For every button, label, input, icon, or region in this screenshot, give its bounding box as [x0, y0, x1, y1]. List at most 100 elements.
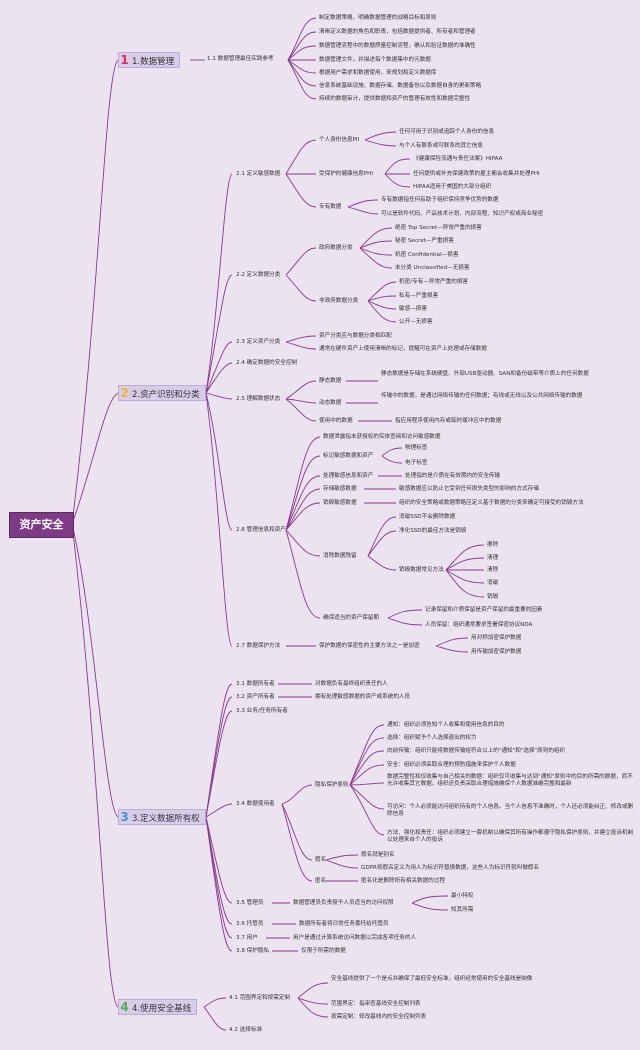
topic-2-3: 2.3 定义资产分类	[236, 339, 281, 345]
leaf: 方法、强化和责任：组织必须建立一套机制以确保其所有操作都遵守隐私保护原则，并建立…	[387, 830, 634, 843]
leaf: 通常在硬件资产上使用清晰的标记，提醒可在资产上处理或存储数据	[319, 346, 487, 352]
topic-3-7: 3.7 用户	[236, 935, 258, 941]
subtopic-gov: 政府数据分类	[319, 245, 353, 251]
branch-label: 3.定义数据所有权	[132, 814, 200, 824]
subtopic-handle: 处理敏感信息和资产	[323, 473, 374, 479]
topic-3-4: 3.4 数据使用者	[236, 801, 275, 807]
leaf: 机密 Confidential—损害	[395, 252, 459, 258]
leaf: 数据所有者将日常任务委托给托管员	[299, 921, 389, 927]
topic-2-4: 2.4 确定数据的安全控制	[236, 360, 298, 366]
leaf: GDPR将假名定义为用人为标识符替换数据，这些人为标识符就叫做假名	[361, 865, 540, 871]
topic-1-1: 1.1 数据管理最佳实践参考	[207, 56, 274, 62]
topic-4-1: 4.1 范围界定和按需定制	[229, 995, 291, 1001]
leaf: 公开—无损害	[399, 319, 433, 325]
leaf: 与个人有联系或可联系的其它信息	[399, 143, 483, 149]
subtopic-mark: 标记敏感数据和资产	[323, 453, 374, 459]
subtopic-remanence: 消除数据残留	[323, 553, 357, 559]
leaf: 净化SSD的最佳方法是销毁	[399, 528, 467, 534]
leaf: 敏感—损害	[399, 306, 427, 312]
subtopic-privacy: 隐私保护原则	[315, 782, 349, 788]
subtopic-rest: 静态数据	[319, 378, 342, 384]
topic-2-2: 2.2 定义数据分类	[236, 272, 281, 278]
subtopic-proprietary: 专有数据	[319, 204, 342, 210]
leaf: 擦除	[487, 542, 499, 548]
leaf: 数据完整性和仅收集与自己相关的数据：组织仅可收集与达到"通知"原则中的目的所需的…	[387, 774, 633, 787]
number-badge: 1	[120, 53, 129, 67]
leaf: 传输中的数据，是通过网络传输的任何数据；有线或无线以及公共网络传输的数据	[381, 393, 583, 399]
leaf: 人员保留：组织通常要求签署保密协议NDA	[425, 622, 533, 628]
leaf: 用户是通过计算系统访问数据以完成各项任务的人	[293, 935, 417, 941]
leaf: 消磁	[487, 580, 499, 586]
subtopic-motion: 动态数据	[319, 400, 342, 406]
leaf: 仅限于所需的数据	[301, 948, 346, 954]
topic-3-8: 3.8 保护隐私	[236, 948, 270, 954]
leaf: 数据管理文件，并描述每个数据集中的元数据	[319, 57, 431, 63]
subtopic-anonymous: 匿名	[315, 878, 327, 884]
leaf: 清除	[487, 567, 499, 573]
branch-label: 2.资产识别和分类	[132, 390, 200, 400]
leaf: 任何提供或补充保健政策的雇主都会收集并处理PHI	[413, 171, 540, 177]
leaf: 信息系统基础设施、数据存储、数据备份以及数据自身的更新策略	[319, 83, 482, 89]
subtopic-pii: 个人身份信息PII	[319, 137, 360, 143]
leaf: 电子标签	[405, 460, 428, 466]
leaf: 处理指的是介质在有效期内的安全传输	[405, 473, 501, 479]
leaf: 专有数据指任何有助于组织保持竞争优势的数据	[381, 197, 499, 203]
leaf: 假名就是别名	[361, 852, 395, 858]
leaf: 物理标签	[405, 445, 428, 451]
leaf: 拥有处理敏感数据的资产或系统的人员	[315, 694, 411, 700]
leaf: 数据管理员负责授予人员适当的访问权限	[293, 900, 394, 906]
leaf: 按需定制：修改基线内的安全控制列表	[331, 1014, 427, 1020]
topic-2-1: 2.1 定义敏感数据	[236, 171, 281, 177]
branch-label: 1.数据管理	[132, 57, 175, 67]
leaf: 数据泄露指未获授权的实体查阅和访问敏感数据	[323, 434, 441, 440]
topic-2-7: 2.7 数据保护方法	[236, 643, 281, 649]
leaf: 知其所需	[451, 907, 474, 913]
leaf: 对数据负有最终组织责任的人	[315, 681, 388, 687]
subtopic-nongov: 非政府数据分类	[319, 298, 359, 304]
leaf: 未分类 Unclassified—无损害	[395, 265, 470, 271]
leaf: 最小特权	[451, 893, 474, 899]
root-node: 资产安全	[9, 512, 74, 538]
leaf: 秘密 Secret—严重损害	[395, 238, 454, 244]
leaf: 用传输加密保护数据	[471, 649, 522, 655]
subtopic-phi: 受保护的健康信息PHI	[319, 171, 373, 177]
number-badge: 2	[120, 386, 129, 400]
leaf: 指应用程序使用内存或临时缓冲区中的数据	[395, 418, 502, 424]
leaf: 销毁	[487, 594, 499, 600]
subtopic-methods: 销毁数据常见方法	[399, 567, 444, 573]
leaf: 匿名化是删除所有相关数据的过程	[361, 878, 445, 884]
leaf: 可访问：个人必须能访问组织持有的个人信息。当个人信息不准确时，个人还必须能纠正、…	[387, 804, 634, 817]
leaf: 清理	[487, 555, 499, 561]
leaf: 组织的安全策略或数据策略应定义基于数据的分类来确定可接受的销毁方法	[399, 500, 584, 506]
topic-4-2: 4.2 选择标准	[229, 1027, 263, 1033]
topic-2-6: 2.6 管理信息和资产	[236, 527, 286, 533]
leaf: 任何可用于识别或追踪个人身份的信息	[399, 129, 495, 135]
topic-2-5: 2.5 理解数据状态	[236, 396, 281, 402]
leaf: 制定数据策略，明确数据管理的战略目标和原则	[319, 15, 437, 21]
leaf: 根据用户需求和数据使用，来规划和定义数据库	[319, 70, 437, 76]
subtopic-in-use: 使用中的数据	[319, 418, 353, 424]
topic-3-5: 3.5 管理员	[236, 900, 264, 906]
topic-3-6: 3.6 托管员	[236, 921, 264, 927]
leaf: 消磁SSD不会删除数据	[399, 514, 456, 520]
leaf: 资产分类应与数据分类相匹配	[319, 333, 392, 339]
topic-3-2: 3.2 资产所有者	[236, 694, 275, 700]
branch-label: 4.使用安全基线	[132, 1004, 192, 1014]
leaf: 机密/专有—异常严重的损害	[399, 279, 469, 285]
leaf: 记录保留和介质保留是资产保留的最重要的因素	[425, 607, 543, 613]
leaf: 范围界定：指审查基线安全控制列表	[331, 1001, 421, 1007]
leaf: 安全基线提供了一个是点并确保了最低安全标准，组织经常使用的安全基线是映像	[331, 976, 533, 982]
leaf: 静态数据是存储在系统硬盘、外部USB驱动器、SAN和备份磁带等介质上的任何数据	[381, 371, 589, 377]
subtopic-pseudonym: 假名	[315, 857, 327, 863]
topic-3-3: 3.3 业务/任务所有者	[236, 708, 288, 714]
leaf: 私有—严重损害	[399, 293, 439, 299]
leaf: 数据管理流程中的数据质量控制流程，确认和验证数据的准确性	[319, 43, 476, 49]
topic-3-1: 3.1 数据所有者	[236, 681, 275, 687]
leaf: 用对称加密保护数据	[471, 635, 522, 641]
